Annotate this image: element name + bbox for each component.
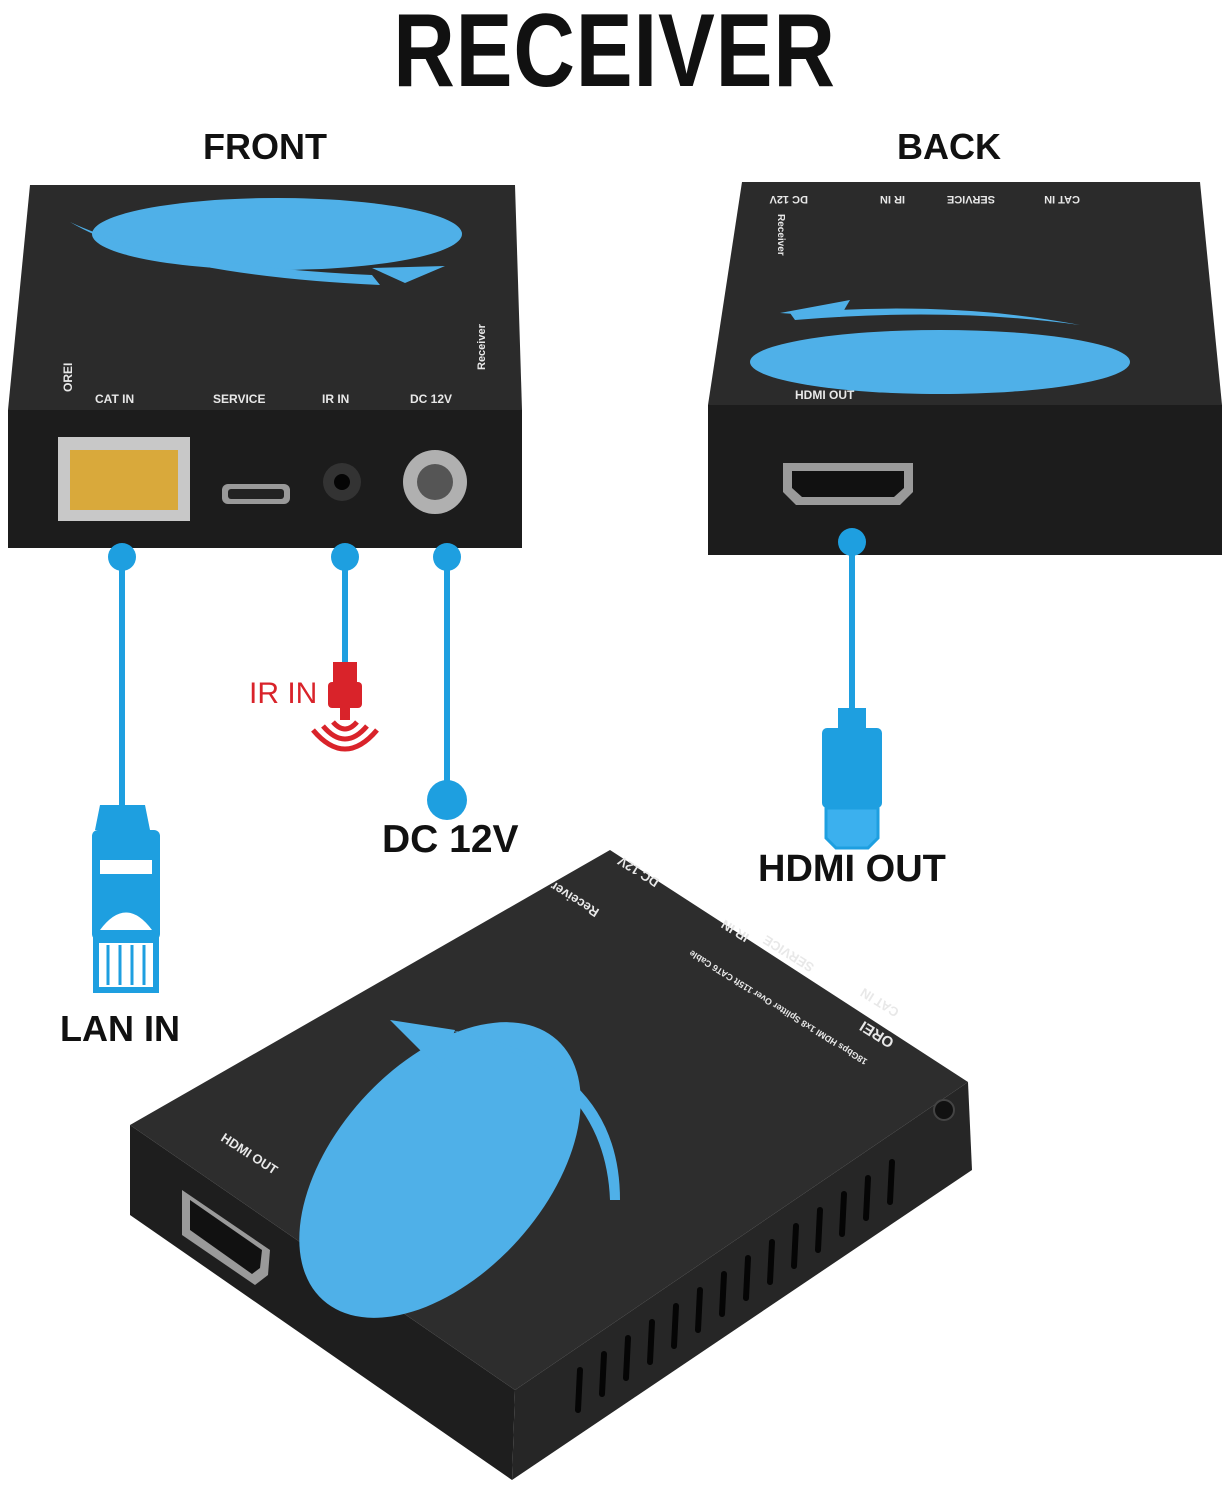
device-logo-arrow <box>390 1020 455 1070</box>
dc-12v-callout-label: DC 12V <box>382 818 519 861</box>
device-logo-arrow <box>780 300 850 317</box>
back-service-label: SERVICE <box>947 193 995 205</box>
page-title: RECEIVER <box>393 0 836 109</box>
front-cat-in-label: CAT IN <box>95 392 134 406</box>
screw-icon <box>933 1099 955 1121</box>
micro-usb-opening <box>228 489 284 499</box>
callout-line <box>849 542 855 712</box>
device-left-face <box>130 1125 515 1480</box>
persp-hdmi-opening <box>190 1200 262 1274</box>
dc-jack-inner <box>417 464 453 500</box>
rj45-port-contacts <box>70 450 178 510</box>
lan-in-callout-label: LAN IN <box>60 1008 180 1049</box>
callout-line <box>119 557 125 807</box>
hdmi-port-opening <box>792 471 904 497</box>
device-logo-arrow <box>372 266 445 283</box>
ir-signal-icon <box>311 720 379 752</box>
device-logo-ellipse <box>750 330 1130 394</box>
back-receiver-label: Receiver <box>775 214 786 256</box>
perspective-device: DC 12V IR IN SERVICE CAT IN Receiver ORE… <box>130 850 972 1480</box>
device-logo-swoosh <box>450 1030 620 1200</box>
back-ir-in-label: IR IN <box>880 193 905 205</box>
lan-callout <box>92 543 160 993</box>
ir-in-callout-label: IR IN <box>249 677 318 710</box>
ir-jack-hole <box>334 474 350 490</box>
front-device: CAT IN SERVICE IR IN DC 12V Receiver ORE… <box>8 185 522 548</box>
device-logo-swoosh <box>70 222 380 285</box>
dc-callout <box>427 543 467 820</box>
ventilation-slots <box>575 1159 895 1413</box>
device-logo-ellipse <box>92 198 462 270</box>
front-view-label: FRONT <box>203 126 327 167</box>
hdmi-plug-icon <box>822 708 882 850</box>
front-service-label: SERVICE <box>213 392 265 406</box>
hdmi-callout <box>822 528 882 850</box>
hdmi-out-callout-label: HDMI OUT <box>758 848 946 890</box>
rj45-plug-icon <box>92 805 160 993</box>
back-cat-in-label: CAT IN <box>1044 193 1080 205</box>
back-hdmi-out-label: HDMI OUT <box>795 388 855 402</box>
device-logo-swoosh <box>790 308 1080 325</box>
callout-line <box>444 557 450 797</box>
device-logo-ellipse <box>299 1022 581 1318</box>
back-view-label: BACK <box>897 126 1001 167</box>
back-device: DC 12V IR IN SERVICE CAT IN Receiver HDM… <box>708 182 1222 555</box>
front-brand-logo: OREI <box>61 363 75 392</box>
front-dc-label: DC 12V <box>410 392 452 406</box>
ir-plug-icon <box>328 662 362 720</box>
front-ir-in-label: IR IN <box>322 392 349 406</box>
back-dc-label: DC 12V <box>769 193 808 205</box>
dc-plug-icon <box>427 780 467 820</box>
callout-line <box>342 557 348 667</box>
front-receiver-label: Receiver <box>476 323 488 370</box>
ir-callout <box>311 543 379 752</box>
